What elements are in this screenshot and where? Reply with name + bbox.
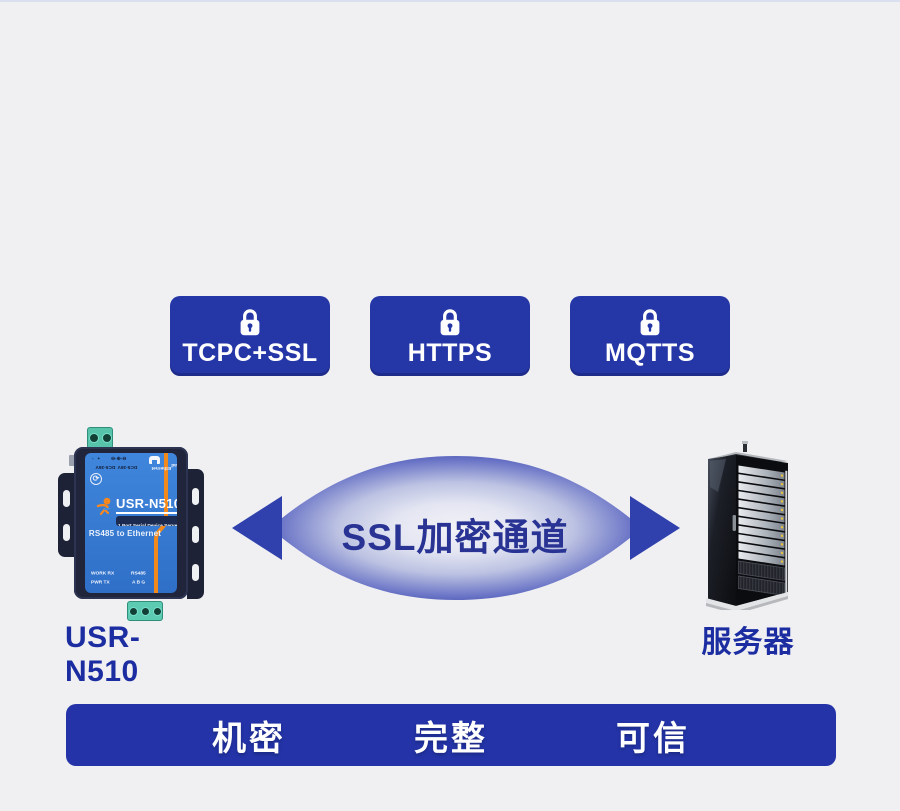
polarity-marking: - +	[92, 456, 102, 462]
pin-labels-abg: A B G	[132, 579, 146, 585]
device-front-panel: - + ⊖-⊕-⊖ DC5-36V DC5-36V Ethernet Reloa…	[85, 453, 177, 593]
device-subtitle: 1 Port Serial Device Server	[118, 523, 177, 526]
brand-logo-row: USR-N510 1 Port Serial Device Server	[95, 497, 177, 526]
banner-item-integrity: 完整	[414, 719, 488, 758]
badge-tcpc-ssl: TCPC+SSL	[170, 296, 330, 376]
terminal-block-2pin	[87, 427, 113, 449]
reload-marking: Reload	[171, 462, 177, 469]
led-row-pwr-tx: PWR TX	[91, 579, 110, 585]
ethernet-port-icon	[149, 456, 160, 464]
badge-label: HTTPS	[407, 338, 493, 367]
ssl-channel-arrow	[232, 456, 680, 600]
arrowhead-left	[232, 496, 282, 560]
dc-rating-marking: DC5-36V	[117, 464, 138, 471]
mount-slot	[63, 523, 70, 541]
lock-icon	[640, 308, 660, 335]
ethernet-marking: Ethernet	[151, 465, 171, 472]
arrowhead-right	[630, 496, 680, 560]
reload-button-icon: ⟳	[90, 473, 102, 485]
lock-icon	[440, 308, 460, 335]
channel-label: SSL加密通道	[341, 517, 569, 558]
device-usr-n510: - + ⊖-⊕-⊖ DC5-36V DC5-36V Ethernet Reloa…	[58, 425, 204, 688]
mount-slot	[63, 489, 70, 507]
badge-label: MQTTS	[605, 338, 695, 367]
mounting-ear-left	[58, 473, 75, 557]
terminal-block-3pin	[127, 601, 163, 621]
rack-servers	[738, 465, 785, 566]
badge-mqtts: MQTTS	[570, 296, 730, 376]
led-row-work-rx: WORK RX	[91, 570, 115, 576]
device-caption: USR-N510	[65, 621, 141, 688]
rack-base	[706, 592, 788, 610]
side-connector	[69, 455, 75, 466]
dc-rating-marking: DC5-36V	[95, 464, 116, 471]
mount-slot	[192, 487, 199, 505]
rack-vent-unit	[738, 575, 785, 596]
lock-icon	[240, 308, 260, 335]
security-banner: 机密 完整 可信	[66, 704, 836, 766]
banner-item-confidential: 机密	[212, 719, 286, 758]
channel-body	[270, 456, 642, 600]
device-brand-text: USR-N510	[116, 497, 177, 514]
rack-door-handle	[732, 515, 736, 531]
mount-slot	[192, 563, 199, 581]
port-labels: RS485 A B G	[131, 569, 155, 587]
badge-https: HTTPS	[370, 296, 530, 376]
rack-door	[708, 455, 736, 606]
top-divider	[0, 0, 900, 2]
mount-slot	[192, 525, 199, 543]
mounting-ear-right	[187, 469, 204, 599]
power-pin-marking: ⊖-⊕-⊖	[111, 456, 127, 462]
server-rack-illustration	[706, 441, 788, 610]
banner-item-trusted: 可信	[616, 719, 690, 758]
led-labels: WORK RX PWR TX	[91, 569, 130, 587]
usr-runner-logo-icon	[96, 497, 111, 516]
device-subtitle-band: 1 Port Serial Device Server	[116, 516, 177, 526]
server-caption: 服务器	[701, 626, 795, 659]
device-mode-text: RS485 to Ethernet	[88, 529, 162, 538]
rack-vent-unit	[738, 560, 785, 581]
rack-stub	[743, 442, 747, 452]
badge-label: TCPC+SSL	[182, 338, 318, 367]
port-label-rs485: RS485	[131, 570, 146, 576]
